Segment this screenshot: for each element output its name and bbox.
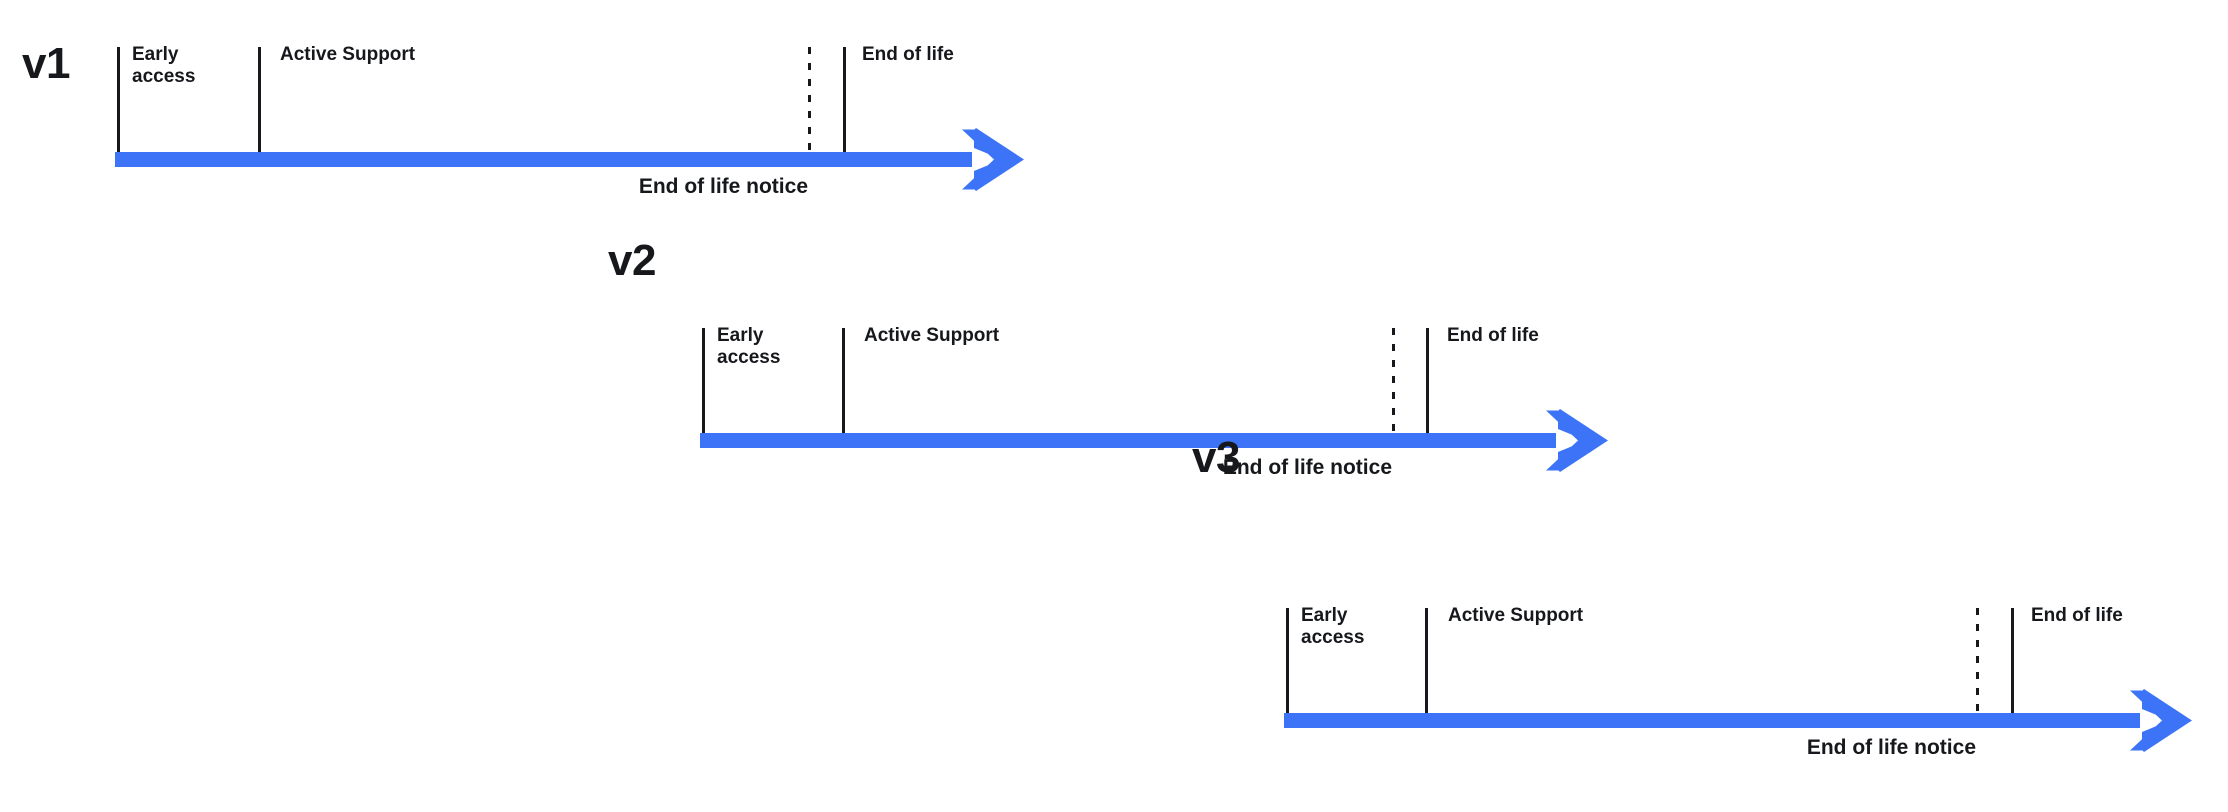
eol-notice-label: End of life notice <box>638 175 808 198</box>
eol-divider <box>843 47 846 152</box>
phase-label-end-of-life: End of life <box>862 44 954 65</box>
eol-notice-label: End of life notice <box>1222 456 1392 479</box>
phase-label-end-of-life: End of life <box>1447 325 1539 346</box>
phase-label-active-support: Active Support <box>1448 605 1584 626</box>
timeline-arrow-icon <box>2130 689 2192 752</box>
phase-label-active-support: Active Support <box>280 44 416 65</box>
phase-label-active-support: Active Support <box>864 325 1000 346</box>
eol-notice-dashed-divider <box>1392 328 1395 433</box>
version-label-v2: v2 <box>608 236 656 285</box>
phase-divider-1 <box>117 47 120 152</box>
eol-divider <box>1426 328 1429 433</box>
timeline-bar <box>700 433 1556 448</box>
phase-label-early-access: Early access <box>1301 605 1365 648</box>
eol-divider <box>2011 608 2014 713</box>
timeline-bar <box>115 152 972 167</box>
timeline-arrow-icon <box>962 128 1024 191</box>
phase-label-early-access: Early access <box>717 325 781 368</box>
timeline-arrow-icon <box>1546 409 1608 472</box>
phase-divider-2 <box>258 47 261 152</box>
eol-notice-dashed-divider <box>808 47 811 152</box>
phase-divider-1 <box>1286 608 1289 713</box>
eol-notice-dashed-divider <box>1976 608 1979 713</box>
version-label-v3: v3 <box>1192 433 1240 482</box>
phase-divider-1 <box>702 328 705 433</box>
phase-label-end-of-life: End of life <box>2031 605 2123 626</box>
phase-label-early-access: Early access <box>132 44 196 87</box>
phase-divider-2 <box>842 328 845 433</box>
phase-divider-2 <box>1425 608 1428 713</box>
timeline-bar <box>1284 713 2140 728</box>
eol-notice-label: End of life notice <box>1806 736 1976 759</box>
version-label-v1: v1 <box>22 39 70 88</box>
